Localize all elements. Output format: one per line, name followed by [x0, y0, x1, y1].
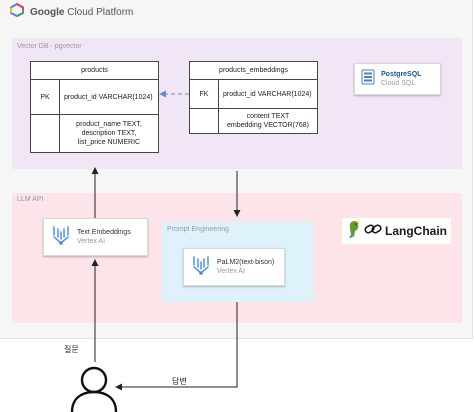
column-cell: content TEXT embedding VECTOR(768) [227, 113, 309, 129]
postgresql-name: PostgreSQL [381, 71, 422, 78]
table-row: product_name TEXT, description TEXT, lis… [31, 115, 158, 152]
parrot-icon [346, 219, 364, 244]
postgresql-sub: Cloud SQL [381, 80, 416, 87]
embeddings-table-header: products_embeddings [190, 62, 317, 80]
postgresql-card: PostgreSQL Cloud SQL [354, 63, 441, 95]
answer-label: 답변 [172, 377, 187, 386]
key-cell [190, 109, 219, 133]
vector-db-label: Vector DB - pgvector [17, 43, 82, 50]
text-embeddings-card: Text Embeddings Vertex AI [43, 218, 148, 256]
langchain-text: LangChain [385, 224, 447, 238]
palm2-sub: Vertex AI [217, 268, 246, 275]
prompt-engineering-label: Prompt Engineering [167, 226, 229, 233]
table-row: PK product_id VARCHAR(1024) [31, 80, 158, 115]
palm2-name: PaLM2(text-bison) [217, 259, 275, 266]
products-table: products PK product_id VARCHAR(1024) pro… [30, 61, 159, 153]
key-cell [31, 115, 60, 152]
langchain-logo: LangChain [342, 218, 451, 244]
gcp-title: Google Cloud Platform [30, 6, 134, 18]
text-embeddings-name: Text Embeddings [77, 229, 131, 236]
gcp-header: Google Cloud Platform [9, 2, 134, 22]
key-cell: PK [31, 80, 60, 114]
text-embeddings-sub: Vertex AI [77, 238, 106, 245]
vertex-ai-icon [51, 224, 71, 251]
postgresql-icon [361, 69, 375, 90]
products-table-header: products [31, 62, 158, 80]
table-row: FK product_id VARCHAR(1024) [190, 80, 317, 109]
key-cell: FK [190, 80, 219, 108]
gcp-logo-icon [9, 2, 25, 22]
answer-arrow [115, 302, 238, 391]
llm-api-label: LLM API [17, 196, 44, 203]
column-cell: product_id VARCHAR(1024) [64, 93, 153, 101]
palm2-card: PaLM2(text-bison) Vertex AI [183, 248, 285, 286]
user-icon [70, 366, 118, 412]
vertex-ai-icon [191, 254, 211, 281]
question-label: 질문 [64, 345, 79, 354]
column-cell: product_id VARCHAR(1024) [223, 90, 312, 98]
column-cell: product_name TEXT, description TEXT, lis… [76, 121, 142, 146]
table-row: content TEXT embedding VECTOR(768) [190, 109, 317, 133]
products-embeddings-table: products_embeddings FK product_id VARCHA… [189, 61, 318, 134]
chain-link-icon [364, 222, 382, 241]
